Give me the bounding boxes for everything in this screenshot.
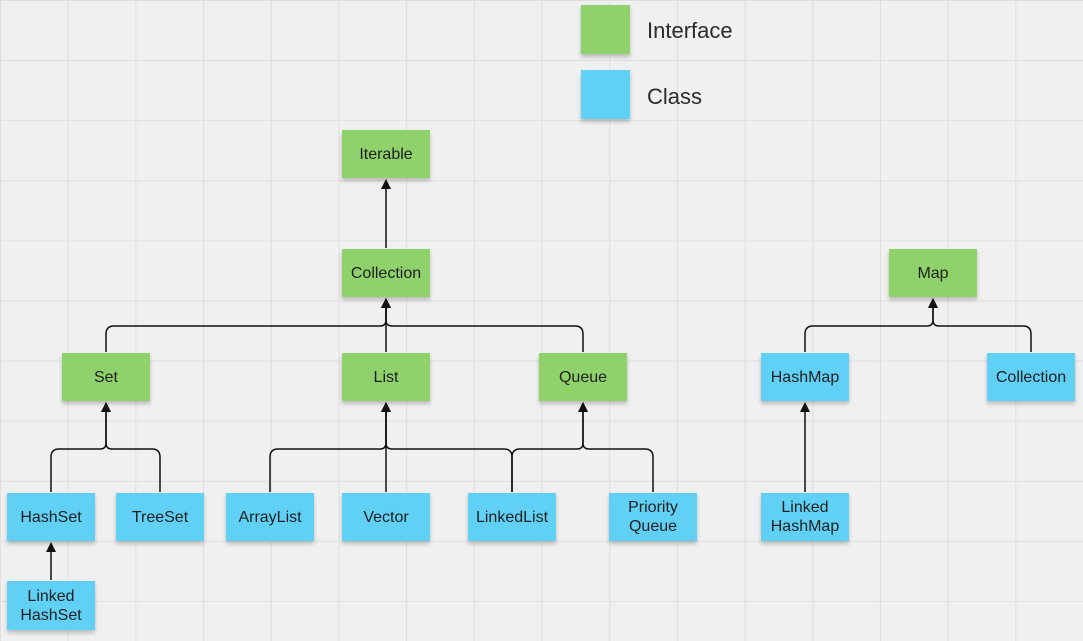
node-linked-hashmap[interactable]: Linked HashMap: [761, 493, 849, 541]
edge-map-collection-to-map: [928, 298, 1032, 352]
edge-hashmap-to-map: [804, 298, 938, 352]
edge-linkedlist-to-queue: [511, 402, 588, 492]
edge-treeset-to-set: [101, 402, 161, 492]
node-priority-queue[interactable]: Priority Queue: [609, 493, 697, 541]
node-treeset[interactable]: TreeSet: [116, 493, 204, 541]
node-hashset[interactable]: HashSet: [7, 493, 95, 541]
legend-interface-swatch[interactable]: [581, 5, 630, 54]
node-set[interactable]: Set: [62, 353, 150, 401]
edge-arraylist-to-list: [269, 402, 391, 492]
node-queue[interactable]: Queue: [539, 353, 627, 401]
legend-interface-label: Interface: [647, 18, 733, 43]
edge-priority-queue-to-queue: [578, 402, 654, 492]
edge-set-to-collection: [105, 298, 391, 352]
node-map[interactable]: Map: [889, 249, 977, 297]
legend-class-swatch[interactable]: [581, 70, 630, 119]
legend-class-label: Class: [647, 84, 703, 109]
node-arraylist[interactable]: ArrayList: [226, 493, 314, 541]
edge-linkedlist-to-list: [381, 402, 513, 492]
node-map-collection[interactable]: Collection: [987, 353, 1075, 401]
node-collection[interactable]: Collection: [342, 249, 430, 297]
node-hashmap[interactable]: HashMap: [761, 353, 849, 401]
node-linked-hashset[interactable]: Linked HashSet: [7, 581, 95, 630]
edge-queue-to-collection: [381, 298, 584, 352]
node-vector[interactable]: Vector: [342, 493, 430, 541]
node-linkedlist[interactable]: LinkedList: [468, 493, 556, 541]
node-iterable[interactable]: Iterable: [342, 130, 430, 178]
node-list[interactable]: List: [342, 353, 430, 401]
edge-hashset-to-set: [50, 402, 111, 492]
